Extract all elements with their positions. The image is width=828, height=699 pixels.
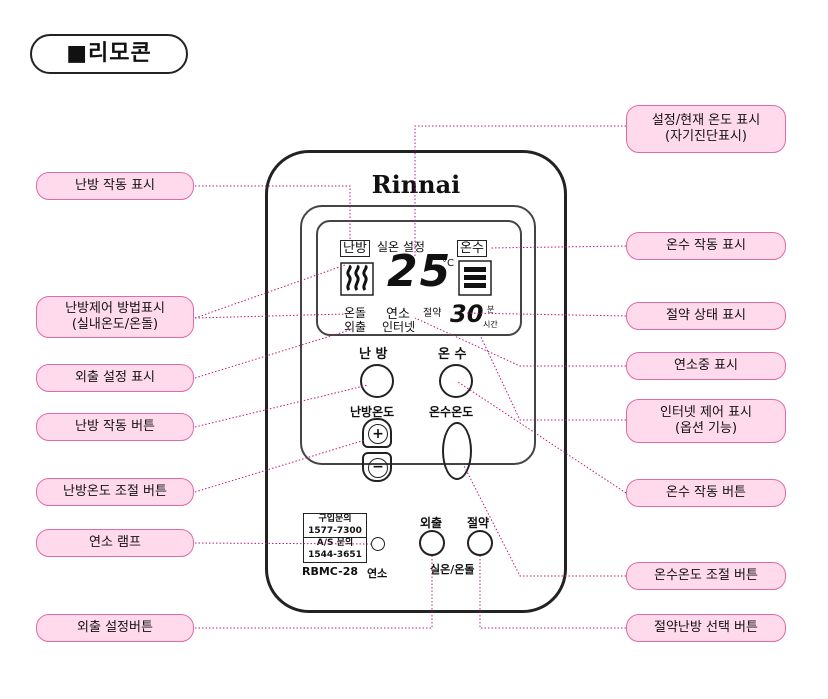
callout-heating-status: 난방 작동 표시 (36, 172, 194, 200)
water-level-icon (458, 260, 492, 296)
combustion-lamp-label: 연소 (367, 567, 388, 580)
callout-combustion-display: 연소중 표시 (626, 352, 786, 380)
heating-badge: 난방 (340, 240, 370, 257)
callout-water-button: 온수 작동 버튼 (626, 479, 786, 507)
minus-icon: − (368, 458, 388, 478)
water-button-label: 온 수 (438, 347, 467, 362)
outing-button[interactable] (419, 530, 445, 556)
ondol-label: 온돌 (344, 306, 367, 320)
callout-internet-display: 인터넷 제어 표시 (옵션 기능) (626, 399, 786, 443)
saving-button-label: 절약 (467, 516, 490, 530)
callout-saving-heating-button: 절약난방 선택 버튼 (626, 614, 786, 642)
contact-purchase-number: 1577-7300 (304, 526, 366, 538)
callout-heating-mode: 난방제어 방법표시 (실내온도/온돌) (36, 296, 194, 338)
contact-as-number: 1544-3651 (308, 549, 362, 560)
water-button[interactable] (439, 364, 473, 398)
callout-combustion-lamp: 연소 램프 (36, 529, 194, 557)
callout-saving-status: 절약 상태 표시 (626, 302, 786, 330)
section-title: ■리모콘 (30, 34, 188, 74)
callout-water-temp-button: 온수온도 조절 버튼 (626, 562, 786, 590)
brand-logo: Rinnai (371, 170, 461, 199)
callout-outing-display: 외출 설정 표시 (36, 364, 194, 392)
internet-lcd-label: 인터넷 (382, 320, 416, 334)
indoor-setting-label: 실온 설정 (377, 240, 425, 254)
heating-button-label: 난 방 (359, 347, 388, 362)
contact-purchase-label: 구입문의 (318, 514, 352, 524)
water-temp-button[interactable] (442, 422, 472, 480)
outing-button-label: 외출 (420, 516, 443, 530)
timer-display: 30 (450, 300, 484, 328)
callout-heating-button: 난방 작동 버튼 (36, 413, 194, 441)
water-badge: 온수 (457, 240, 487, 257)
heating-wave-icon (340, 262, 374, 296)
saving-button[interactable] (467, 530, 493, 556)
callout-water-status: 온수 작동 표시 (626, 232, 786, 260)
lcd-screen (316, 220, 522, 336)
callout-heating-temp-button: 난방온도 조절 버튼 (36, 478, 194, 506)
contact-info-box: 구입문의 1577-7300 A/S 문의 1544-3651 (303, 513, 367, 563)
heating-temp-label: 난방온도 (350, 405, 395, 419)
timer-minute-unit: 분 (487, 305, 495, 314)
model-name: RBMC-28 (302, 565, 358, 578)
heating-temp-down-button[interactable]: − (362, 452, 392, 482)
heating-temp-up-button[interactable]: + (362, 418, 392, 448)
heating-button[interactable] (360, 364, 394, 398)
timer-hour-unit: 시간 (483, 320, 498, 329)
callout-outing-button: 외출 설정버튼 (36, 614, 194, 642)
combustion-lamp (371, 537, 385, 551)
contact-as-label: A/S 문의 (316, 538, 354, 548)
plus-icon: + (368, 424, 388, 444)
temperature-display: 25 (387, 246, 453, 297)
lcd-bezel (300, 205, 536, 465)
combustion-lcd-label: 연소 (386, 307, 410, 322)
water-temp-label: 온수온도 (429, 405, 474, 419)
callout-temp-display: 설정/현재 온도 표시 (자기진단표시) (626, 105, 786, 153)
saving-lcd-label: 절약 (423, 308, 442, 319)
celsius-unit: °C (442, 258, 454, 269)
room-ondol-label: 실온/온돌 (430, 563, 475, 576)
